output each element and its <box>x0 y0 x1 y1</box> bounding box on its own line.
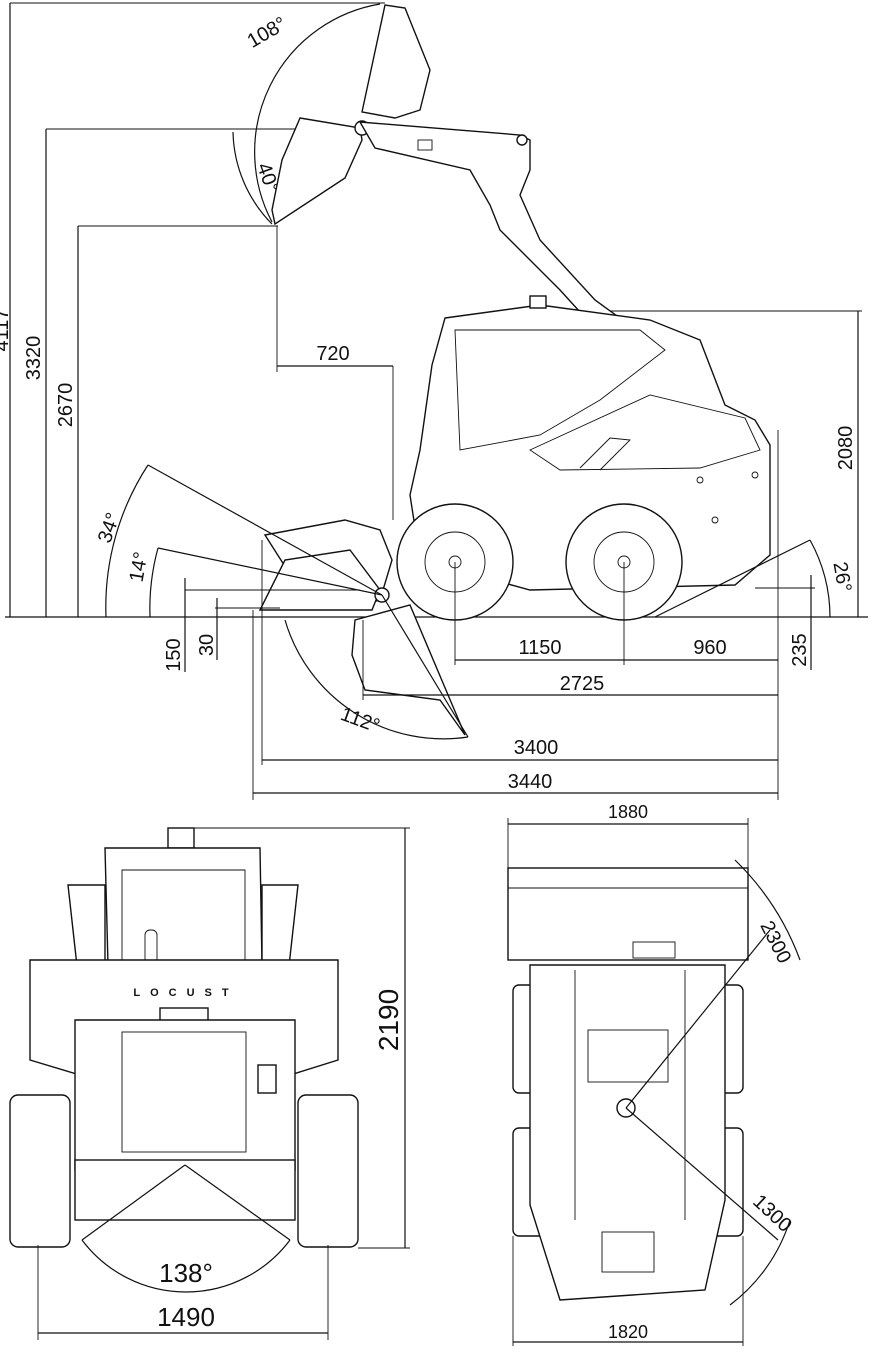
label-length-no-bucket: 2725 <box>560 673 605 695</box>
label-angle-turn: 138° <box>159 1258 213 1288</box>
body-bolt-2 <box>711 516 719 524</box>
front-view: LOCUST 138° 1490 2190 <box>9 827 410 1340</box>
ray-rollback-carry <box>157 547 383 596</box>
beacon-light <box>529 295 547 309</box>
front-grille <box>121 1031 247 1153</box>
lowered-bucket-dig <box>351 604 466 736</box>
label-cab-height: 2080 <box>835 426 857 471</box>
label-total-height: 4117 <box>0 308 13 351</box>
front-bumper <box>74 1159 296 1221</box>
label-angle-rollback-ground: 34° <box>94 510 125 546</box>
front-grille-panel <box>121 1031 247 1153</box>
arc-radius-rear <box>729 1219 791 1306</box>
ray-rollback-ground <box>147 464 383 596</box>
label-ground-clearance: 235 <box>789 633 811 666</box>
front-cab <box>104 847 263 966</box>
label-angle-rollback-carry: 14° <box>126 550 153 584</box>
top-bucket <box>507 867 749 961</box>
arc-dump-angle <box>254 3 381 223</box>
body-bolt-1 <box>696 476 704 484</box>
arc-dig <box>284 619 469 740</box>
front-beacon <box>167 827 195 849</box>
label-turn-radius-rear: 1300 <box>748 1190 796 1236</box>
arc-rollback-top <box>232 131 273 225</box>
front-chassis <box>74 1019 296 1171</box>
arc-departure <box>809 539 831 618</box>
engine-cover <box>529 394 761 471</box>
front-right-wheel <box>297 1094 359 1248</box>
front-left-wheel <box>9 1094 71 1248</box>
label-angle-dig: 112° <box>338 703 383 737</box>
ray-departure <box>654 539 811 618</box>
label-bucket-width: 1880 <box>608 802 648 822</box>
label-angle-dump: 108° <box>244 13 291 53</box>
label-rear-overhang: 960 <box>693 637 726 659</box>
arc-rollback-carry <box>149 547 159 618</box>
label-length-bucket: 3400 <box>514 737 559 759</box>
cab-window <box>454 329 666 451</box>
body-bolt-3 <box>751 471 759 479</box>
label-machine-width: 1820 <box>608 1322 648 1342</box>
label-length-total: 3440 <box>508 771 553 793</box>
ray-turn-left <box>81 1164 186 1241</box>
raised-bucket-rollback <box>271 117 363 226</box>
top-view: 2300 1300 1880 1820 <box>507 802 801 1346</box>
label-turn-radius-front: 2300 <box>755 917 795 967</box>
label-track-width: 1490 <box>157 1302 215 1332</box>
top-bucket-grille <box>632 941 676 959</box>
label-reach: 720 <box>316 343 349 365</box>
top-engine-grille <box>601 1231 655 1273</box>
radius-line-rear <box>625 1107 779 1241</box>
label-carry-height: 150 <box>163 638 185 671</box>
side-view: 4117 3320 2670 720 2080 108° 40° <box>0 2 868 800</box>
lift-arm-pin <box>516 134 528 146</box>
arc-radius-front <box>734 859 801 961</box>
label-hinge-height: 3320 <box>23 336 45 381</box>
engine-grille <box>579 437 631 471</box>
ray-dig <box>381 594 469 738</box>
label-angle-departure: 26° <box>828 560 855 594</box>
label-dump-height: 2670 <box>55 383 77 428</box>
front-brand-lettering: LOCUST <box>133 987 238 999</box>
lowered-bucket-carry <box>258 549 381 611</box>
machine-body <box>409 304 771 591</box>
label-front-height: 2190 <box>373 989 404 1051</box>
label-dig-depth: 30 <box>196 634 218 656</box>
arc-rollback-ground <box>105 464 149 618</box>
front-side-light <box>257 1064 277 1094</box>
arc-turn-angle <box>81 1239 291 1293</box>
top-body <box>529 964 726 1301</box>
ray-turn-right <box>184 1164 291 1241</box>
lift-arm-bracket <box>417 139 433 151</box>
raised-bucket-dump <box>361 4 431 119</box>
radius-line-front <box>625 929 771 1109</box>
label-wheelbase: 1150 <box>518 637 561 659</box>
